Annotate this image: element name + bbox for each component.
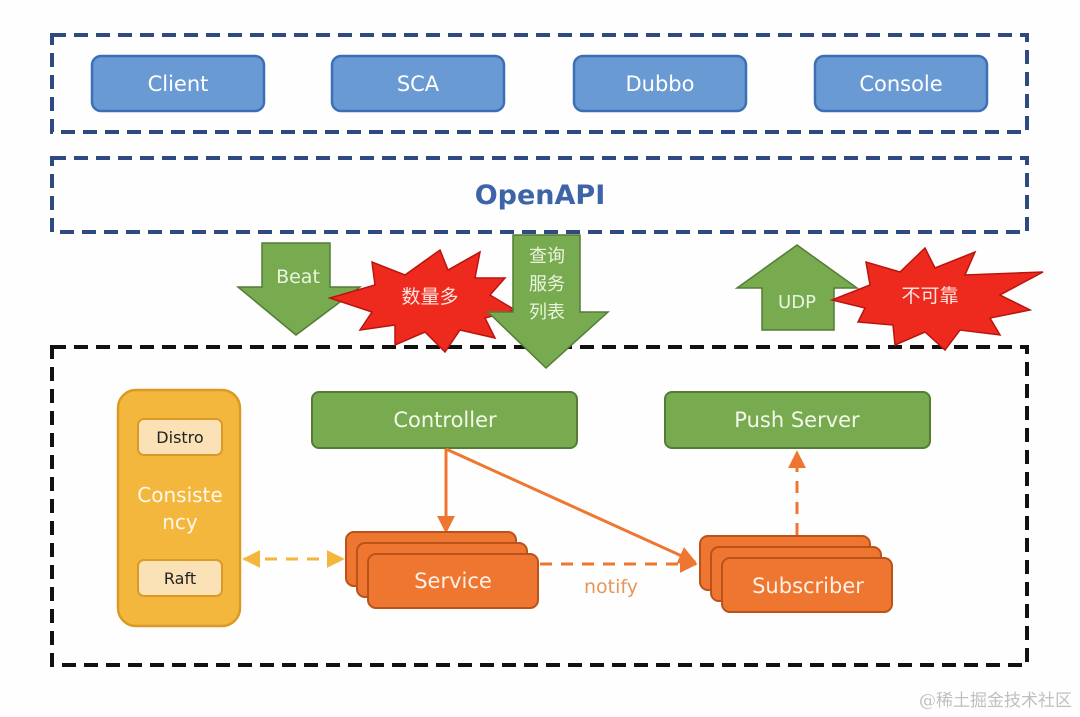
beat-arrow: Beat [235, 242, 363, 336]
client-layer-container [50, 33, 1029, 134]
distro-label: Distro [156, 428, 203, 447]
distro-box[interactable]: Distro [137, 418, 223, 456]
dubbo-box[interactable]: Dubbo [572, 54, 748, 113]
raft-label: Raft [164, 569, 196, 588]
many-requests-label: 数量多 [401, 286, 458, 308]
udp-label: UDP [778, 292, 816, 313]
beat-label: Beat [276, 266, 320, 288]
console-box[interactable]: Console [813, 54, 989, 113]
unreliable-label: 不可靠 [901, 285, 958, 307]
many-requests-warning: 数量多 [327, 248, 517, 354]
subscriber-label: Subscriber [752, 574, 864, 598]
notify-label: notify [584, 576, 638, 598]
sca-box-label: SCA [397, 72, 440, 96]
service-label: Service [414, 569, 492, 593]
openapi-label: OpenAPI [475, 180, 606, 211]
consistency-label-2: ncy [162, 510, 198, 534]
push-server-label: Push Server [734, 408, 860, 432]
watermark: @稀土掘金技术社区 [919, 691, 1072, 711]
console-box-label: Console [859, 72, 942, 96]
unreliable-warning: 不可靠 [829, 246, 1044, 352]
sca-box[interactable]: SCA [330, 54, 506, 113]
consistency-label-1: Consiste [137, 483, 222, 507]
udp-arrow: UDP [734, 244, 860, 331]
service-stack[interactable]: Service [345, 531, 539, 609]
openapi-container [50, 156, 1029, 234]
query-line-2: 服务 [529, 274, 565, 295]
subscriber-stack[interactable]: Subscriber [699, 535, 893, 613]
controller-label: Controller [393, 408, 497, 432]
raft-box[interactable]: Raft [137, 559, 223, 597]
push-server-box[interactable]: Push Server [664, 391, 931, 449]
query-service-list-arrow: 查询 服务 列表 [486, 234, 610, 370]
query-line-1: 查询 [529, 246, 565, 267]
controller-box[interactable]: Controller [311, 391, 578, 449]
query-line-3: 列表 [529, 302, 565, 323]
dubbo-box-label: Dubbo [626, 72, 695, 96]
controller-to-subscriber-arrow [445, 447, 697, 564]
client-box-label: Client [148, 72, 209, 96]
client-box[interactable]: Client [90, 54, 266, 113]
